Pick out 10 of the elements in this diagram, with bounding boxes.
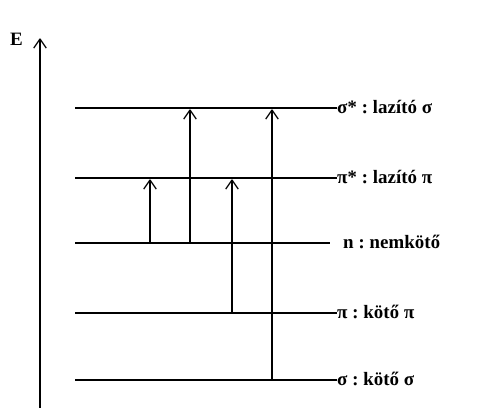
axis-label: E: [10, 28, 23, 52]
level-label: σ* : lazító σ: [337, 96, 432, 120]
level-label: σ : kötő σ: [337, 368, 414, 392]
transition-arrow: [183, 109, 197, 242]
transition-arrow: [143, 179, 157, 242]
level-label: n : nemkötő: [343, 231, 440, 255]
level-label: π* : lazító π: [337, 166, 432, 190]
transition-arrow: [265, 109, 279, 379]
level-label: π : kötő π: [337, 301, 414, 325]
transition-arrow: [225, 179, 239, 312]
